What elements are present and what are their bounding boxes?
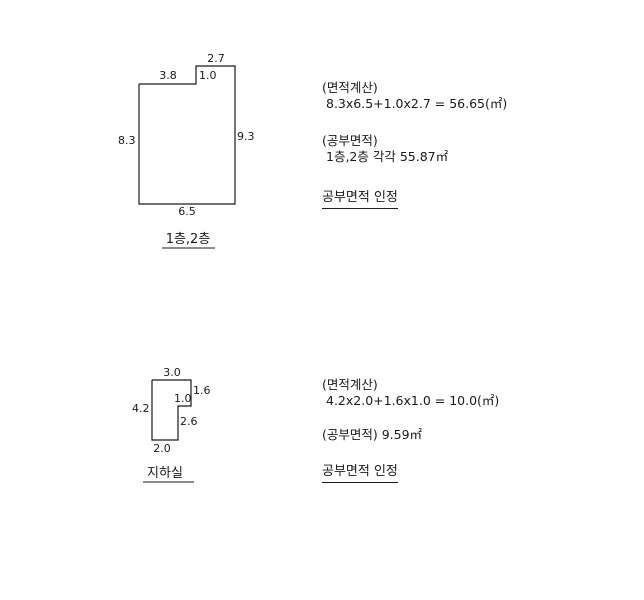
basement-dim-right-top: 1.6 (193, 384, 211, 397)
floor1-2-caption: 1층,2층 (166, 232, 211, 247)
floor1-2-dim-top-right: 2.7 (207, 52, 225, 65)
floor1-2-ledger-block: (공부면적) 1층,2층 각각 55.87㎡ (322, 133, 448, 165)
floor1-2-calc-heading: (면적계산) (322, 80, 378, 95)
basement-ledger-text: (공부면적) 9.59㎡ (322, 427, 423, 442)
basement-dim-step: 1.0 (174, 392, 192, 405)
basement-confirm-label: 공부면적 인정 (322, 460, 398, 483)
basement-dim-bottom: 2.0 (153, 442, 171, 455)
basement-dim-right-bottom: 2.6 (180, 415, 198, 428)
basement-calc-formula: 4.2x2.0+1.6x1.0 = 10.0(㎡) (326, 393, 500, 408)
floor1-2-dim-right: 9.3 (237, 130, 255, 143)
basement-calc-block: (면적계산) 4.2x2.0+1.6x1.0 = 10.0(㎡) (322, 377, 499, 409)
basement-caption: 지하실 (147, 466, 183, 481)
floor1-2-calc-block: (면적계산) 8.3x6.5+1.0x2.7 = 56.65(㎡) (322, 80, 507, 112)
floor1-2-dim-step: 1.0 (199, 69, 217, 82)
floor1-2-outline (138, 65, 236, 205)
basement-dim-top: 3.0 (163, 366, 181, 379)
basement-outline (151, 379, 192, 441)
floor1-2-dim-left: 8.3 (118, 134, 136, 147)
basement-calc-heading: (면적계산) (322, 377, 378, 392)
floor1-2-dim-bottom: 6.5 (178, 205, 196, 218)
floor1-2-ledger-heading: (공부면적) (322, 133, 378, 148)
floor1-2-ledger-value: 1층,2층 각각 55.87㎡ (326, 149, 449, 164)
basement-dim-left: 4.2 (132, 402, 150, 415)
floor1-2-dim-top-left: 3.8 (159, 69, 177, 82)
floor1-2-calc-formula: 8.3x6.5+1.0x2.7 = 56.65(㎡) (326, 96, 508, 111)
floor1-2-confirm-label: 공부면적 인정 (322, 186, 398, 209)
